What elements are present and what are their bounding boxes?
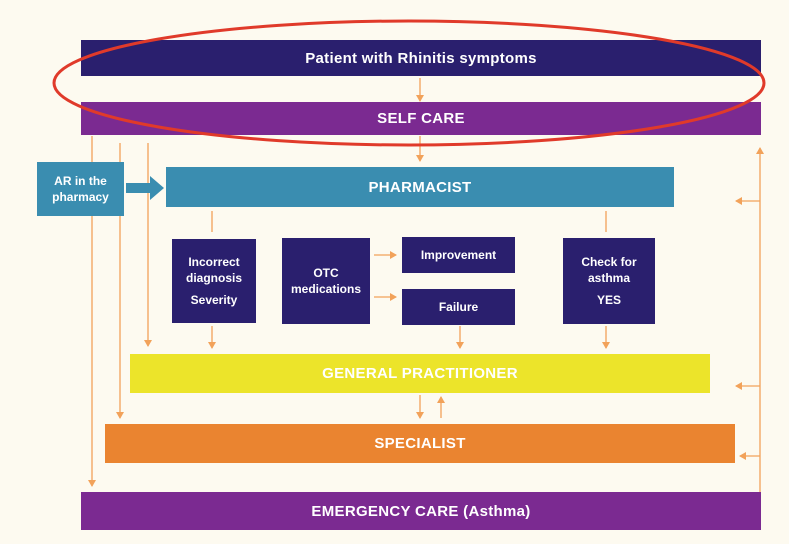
patient-box: Patient with Rhinitis symptoms: [81, 40, 761, 76]
general-practitioner-box: GENERAL PRACTITIONER: [130, 354, 710, 393]
self-care-label: SELF CARE: [377, 110, 465, 127]
check-for-asthma-box: Check for asthma YES: [563, 238, 655, 324]
incorrect-diagnosis-box: Incorrect diagnosis Severity: [172, 239, 256, 323]
pharmacist-box: PHARMACIST: [166, 167, 674, 207]
severity-label: Severity: [190, 293, 238, 307]
yes-label: YES: [596, 293, 621, 307]
failure-box: Failure: [402, 289, 515, 325]
ar-in-pharmacy-box: AR in the pharmacy: [37, 162, 124, 216]
specialist-box: SPECIALIST: [105, 424, 735, 463]
failure-label: Failure: [438, 300, 479, 314]
improvement-box: Improvement: [402, 237, 515, 273]
incorrect-diagnosis-label: Incorrect diagnosis: [185, 255, 242, 285]
emergency-care-box: EMERGENCY CARE (Asthma): [81, 492, 761, 530]
general-practitioner-label: GENERAL PRACTITIONER: [322, 365, 518, 382]
ar-in-pharmacy-label: AR in the pharmacy: [52, 174, 109, 204]
patient-label: Patient with Rhinitis symptoms: [305, 49, 537, 67]
check-for-asthma-label: Check for asthma: [581, 255, 637, 285]
improvement-label: Improvement: [420, 248, 497, 262]
specialist-label: SPECIALIST: [374, 435, 466, 452]
emergency-care-label: EMERGENCY CARE (Asthma): [311, 502, 531, 520]
otc-medications-box: OTC medications: [282, 238, 370, 324]
otc-medications-label: OTC medications: [290, 266, 362, 296]
pharmacist-label: PHARMACIST: [368, 178, 472, 196]
